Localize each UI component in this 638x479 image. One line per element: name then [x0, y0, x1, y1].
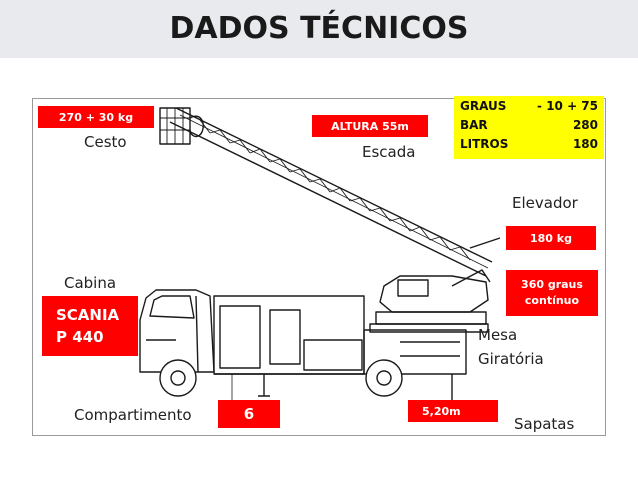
rear-body: [363, 330, 460, 374]
turntable-label-line1: Mesa: [478, 326, 518, 344]
spec-box: GRAUS - 10 + 75 BAR 280 LITROS 180: [454, 96, 604, 159]
front-wheel-hub: [170, 370, 186, 386]
page-title: DADOS TÉCNICOS: [169, 11, 469, 46]
compartment-door-2: [269, 309, 301, 365]
rear-wheel-hub: [376, 370, 392, 386]
cab-label: Cabina: [64, 274, 117, 292]
ladder-rail-bottom: [169, 121, 487, 277]
ladder-label: Escada: [362, 143, 416, 161]
turntable-console: [397, 279, 429, 297]
elevator-rail: [469, 237, 501, 249]
cab-window: [149, 295, 195, 319]
outriggers-label: Sapatas: [514, 415, 575, 433]
compartment-door-3: [303, 339, 363, 371]
header-band: DADOS TÉCNICOS: [0, 0, 638, 58]
spec-label: LITROS: [460, 137, 509, 151]
cab-model-line1: SCANIA: [56, 306, 120, 324]
chassis-frame: [214, 329, 467, 375]
height-badge: ALTURA 55m: [312, 115, 428, 137]
compartment-body: [213, 295, 365, 375]
ladder-truss: [199, 119, 471, 261]
spec-label: BAR: [460, 118, 488, 132]
spec-label: GRAUS: [460, 99, 507, 113]
spec-row-pressure: BAR 280: [460, 118, 598, 136]
compartment-count-badge: 6: [218, 400, 280, 428]
rear-wheel: [365, 359, 403, 397]
turntable-base: [375, 311, 487, 325]
basket-label: Cesto: [84, 133, 127, 151]
turntable-label-line2: Giratória: [478, 350, 544, 368]
ladder-rail-inner: [179, 114, 489, 269]
compartment-label: Compartimento: [74, 406, 192, 424]
turntable-body: [379, 275, 489, 313]
compartment-door-1: [219, 305, 261, 369]
rotation-badge-line1: 360 graus: [521, 278, 583, 291]
spec-value: - 10 + 75: [537, 99, 598, 113]
ladder-rail-top: [175, 107, 493, 263]
spec-row-volume: LITROS 180: [460, 137, 598, 155]
basket-hinge: [189, 115, 204, 138]
basket-load-badge: 270 + 30 kg: [38, 106, 154, 128]
elevator-label: Elevador: [512, 194, 578, 212]
cab-door-line: [195, 295, 199, 373]
turntable-arm: [451, 269, 491, 287]
front-wheel: [159, 359, 197, 397]
outrigger-front: [258, 374, 270, 397]
cab-model-badge: SCANIA P 440: [42, 296, 138, 356]
elevator-load-badge: 180 kg: [506, 226, 596, 250]
spec-value: 180: [572, 137, 598, 151]
rotation-badge-line2: contínuo: [524, 294, 580, 307]
basket-bars: [160, 108, 190, 144]
cab-model-line2: P 440: [56, 328, 104, 346]
turntable-plate: [369, 323, 489, 333]
rotation-badge: 360 graus contínuo: [506, 270, 598, 316]
outrigger-span-badge: 5,20m: [408, 400, 498, 422]
spec-value: 280: [572, 118, 598, 132]
spec-row-angle: GRAUS - 10 + 75: [460, 99, 598, 117]
